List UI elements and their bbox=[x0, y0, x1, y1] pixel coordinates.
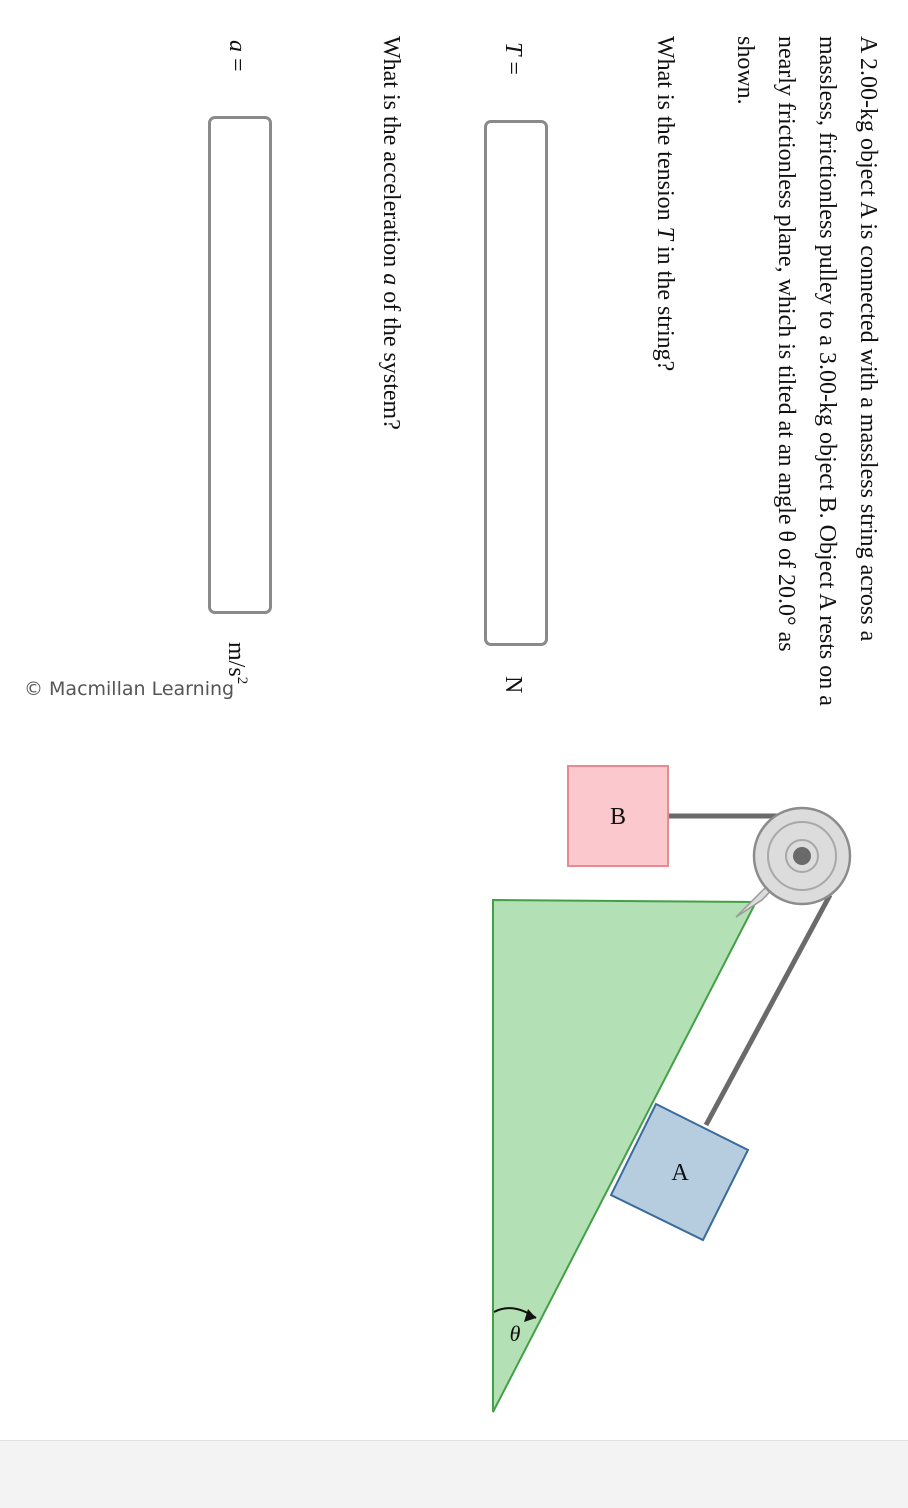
angle-arc-arrowhead bbox=[524, 1309, 536, 1322]
problem-panel: © Macmillan Learning A 2.00-kg object A … bbox=[24, 36, 881, 1413]
pulley-hub-ring bbox=[785, 839, 819, 873]
incline-pulley-diagram: A B θ bbox=[492, 765, 852, 1413]
footer-bar bbox=[0, 1440, 908, 1508]
block-b bbox=[567, 765, 669, 867]
block-a-label: A bbox=[671, 1160, 689, 1186]
pulley-axle bbox=[793, 847, 811, 865]
block-b-label: B bbox=[610, 804, 626, 830]
angle-label: θ bbox=[510, 1321, 521, 1346]
block-a bbox=[609, 1102, 750, 1242]
inclined-plane bbox=[492, 898, 758, 1413]
string-to-block-a bbox=[703, 893, 833, 1127]
rotated-content: © Macmillan Learning A 2.00-kg object A … bbox=[24, 36, 881, 1413]
pulley-inner-ring bbox=[767, 821, 837, 891]
